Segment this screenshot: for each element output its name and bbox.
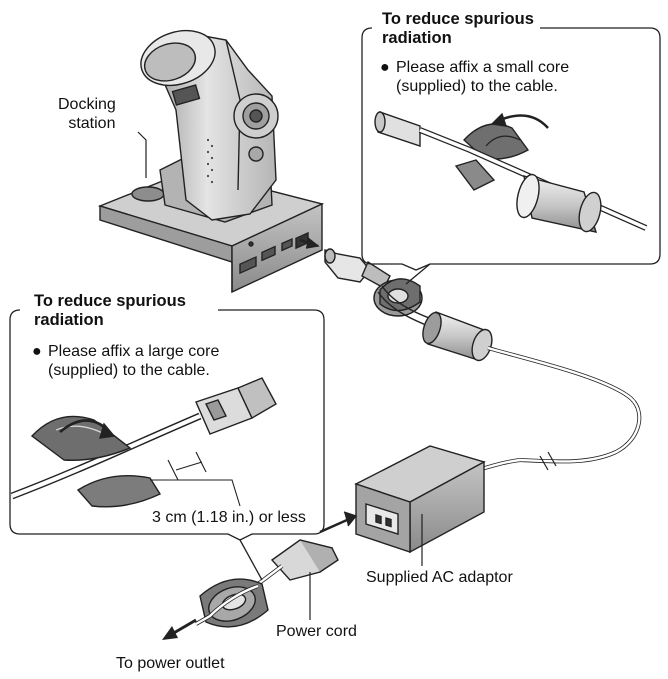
callout-small-core-title: To reduce spurious radiation bbox=[378, 10, 538, 48]
power-outlet-arrow bbox=[162, 618, 197, 640]
callout-small-core-art bbox=[374, 111, 648, 233]
docking-station-leader bbox=[137, 131, 147, 178]
callout-large-core-text: ●Please affix a large core (supplied) to… bbox=[32, 343, 220, 379]
docking-station-label: Docking station bbox=[58, 96, 116, 132]
callout-large-core-title: To reduce spurious radiation bbox=[30, 292, 190, 330]
dc-cable bbox=[377, 285, 642, 472]
callout-small-core-box bbox=[361, 27, 661, 271]
power-cord-plug bbox=[256, 511, 358, 586]
distance-label: 3 cm (1.18 in.) or less bbox=[152, 509, 306, 526]
callout-large-core-pointer bbox=[239, 539, 263, 581]
camcorder bbox=[140, 29, 279, 221]
power-cord-label: Power cord bbox=[276, 623, 357, 640]
small-ferrite-core bbox=[373, 278, 423, 317]
callout-large-core-art bbox=[10, 377, 277, 508]
callout-small-core-text: ●Please affix a small core (supplied) to… bbox=[380, 59, 570, 95]
ac-adaptor bbox=[354, 445, 486, 554]
ac-adaptor-label: Supplied AC adaptor bbox=[366, 569, 513, 586]
large-ferrite-core bbox=[195, 578, 269, 628]
callout-small-core-pointer bbox=[405, 263, 431, 285]
dc-plug bbox=[299, 237, 391, 289]
callout-large-core-box bbox=[9, 309, 325, 541]
power-outlet-label: To power outlet bbox=[116, 655, 225, 672]
